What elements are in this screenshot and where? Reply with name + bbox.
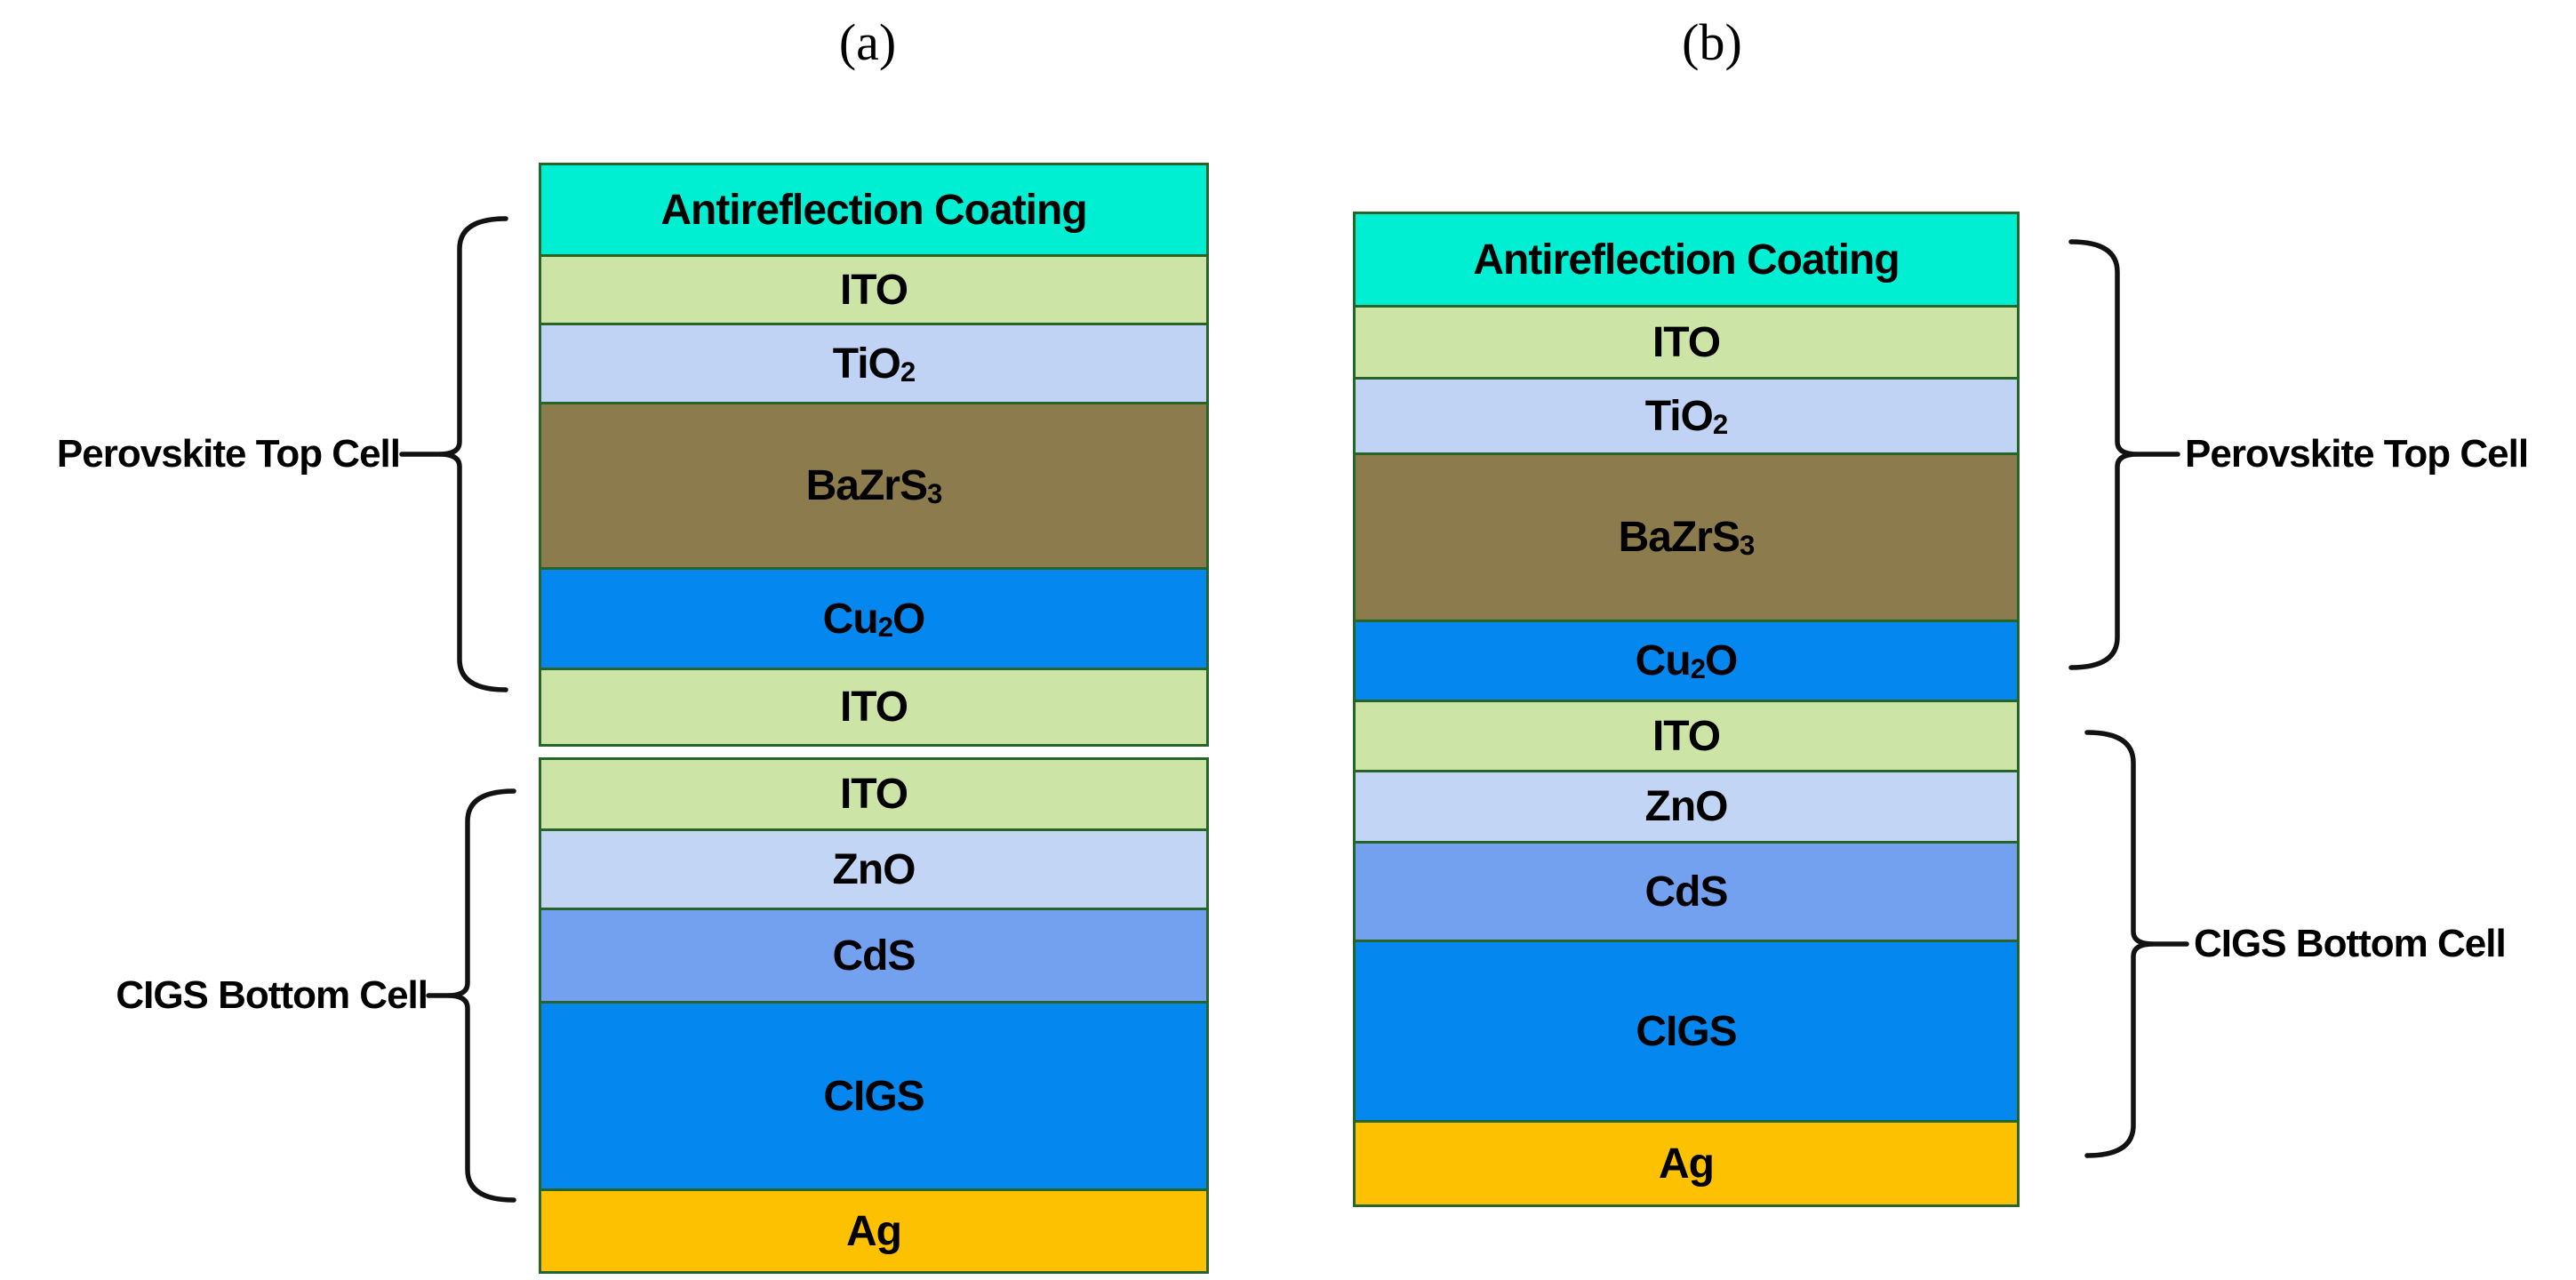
layer-label: TiO2 [832, 340, 916, 388]
cell-box-a-1: ITO ZnO CdS CIGS Ag [539, 757, 1209, 1274]
layer-tio2: TiO2 [1356, 380, 2017, 455]
layer-label: BaZrS3 [1618, 514, 1756, 562]
layer-ag: Ag [1356, 1123, 2017, 1204]
layer-label: CdS [832, 932, 916, 980]
panel-a-label: (a) [838, 13, 897, 71]
layer-bazrs3: BaZrS3 [541, 404, 1206, 570]
layer-cds: CdS [1356, 844, 2017, 942]
layer-bazrs3: BaZrS3 [1356, 455, 2017, 622]
layer-cu2o: Cu2O [1356, 622, 2017, 702]
brace-perovskite-top-cell-b [2068, 239, 2138, 670]
layer-label: ITO [839, 266, 908, 314]
layer-cigs: CIGS [541, 1004, 1206, 1191]
layer-label: Cu2O [822, 595, 926, 643]
layer-zno: ZnO [541, 831, 1206, 910]
layer-ito: ITO [541, 670, 1206, 744]
layer-label: Antireflection Coating [660, 186, 1087, 234]
annotation-cigs-bottom-cell-left: CIGS Bottom Cell [116, 973, 428, 1017]
layer-cigs: CIGS [1356, 942, 2017, 1123]
layer-ito: ITO [541, 257, 1206, 325]
annotation-perovskite-top-cell-right: Perovskite Top Cell [2185, 432, 2529, 476]
brace-perovskite-top-cell-a [439, 216, 508, 692]
layer-label: ITO [1652, 712, 1721, 760]
layer-label: CIGS [823, 1072, 924, 1120]
layer-label: ITO [1652, 318, 1721, 366]
brace-cigs-bottom-cell-b [2084, 730, 2154, 1158]
layer-label: Ag [846, 1207, 902, 1255]
brace-cigs-bottom-cell-a [447, 788, 516, 1203]
layer-label: ITO [839, 684, 908, 731]
layer-label: ITO [839, 771, 908, 818]
layer-zno: ZnO [1356, 772, 2017, 844]
annotation-perovskite-top-cell-left: Perovskite Top Cell [56, 432, 401, 476]
layer-ito: ITO [1356, 702, 2017, 772]
layer-label: Cu2O [1635, 637, 1739, 685]
layer-ito: ITO [1356, 308, 2017, 380]
layer-ag: Ag [541, 1191, 1206, 1271]
layer-label: TiO2 [1644, 392, 1729, 440]
layer-ito: ITO [541, 760, 1206, 831]
layer-label: CIGS [1636, 1007, 1737, 1055]
layer-cu2o: Cu2O [541, 570, 1206, 670]
layer-antireflection-coating: Antireflection Coating [541, 165, 1206, 257]
layer-label: CdS [1644, 868, 1729, 916]
layer-cds: CdS [541, 910, 1206, 1004]
layer-label: ZnO [832, 845, 916, 893]
layer-label: BaZrS3 [805, 462, 943, 510]
layer-label: Antireflection Coating [1473, 236, 1900, 284]
layer-tio2: TiO2 [541, 325, 1206, 404]
annotation-cigs-bottom-cell-right: CIGS Bottom Cell [2194, 922, 2507, 965]
panel-b-label: (b) [1682, 13, 1742, 71]
layer-label: ZnO [1644, 783, 1729, 830]
layer-label: Ag [1659, 1140, 1715, 1188]
layer-antireflection-coating: Antireflection Coating [1356, 214, 2017, 308]
